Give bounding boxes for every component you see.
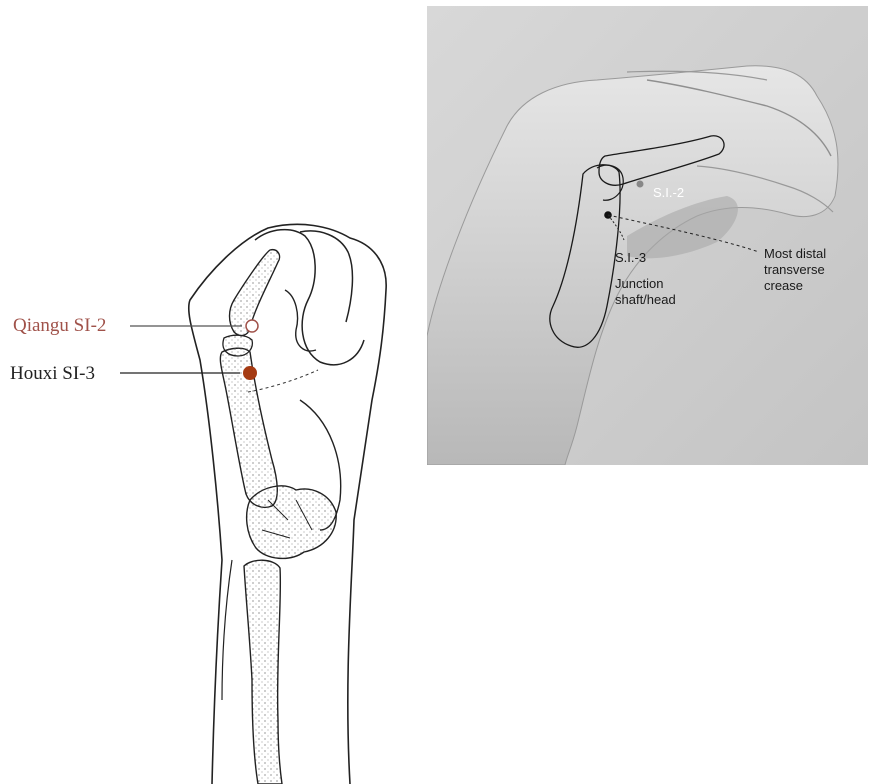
si3-label: S.I.-3 — [615, 250, 646, 265]
si2-label: S.I.-2 — [653, 185, 684, 200]
qiangu-label: Qiangu SI-2 — [13, 316, 106, 335]
houxi-point-marker — [243, 366, 257, 380]
hand-bone-drawing — [0, 0, 420, 784]
crease-label-line3: crease — [764, 278, 803, 293]
junction-label-line2: shaft/head — [615, 292, 676, 307]
houxi-label: Houxi SI-3 — [10, 364, 95, 383]
hand-photo — [427, 6, 868, 465]
junction-label-line1: Junction — [615, 276, 663, 291]
qiangu-point-marker — [246, 320, 258, 332]
crease-label-line2: transverse — [764, 262, 825, 277]
hand-bone-illustration: Qiangu SI-2 Houxi SI-3 — [0, 0, 420, 784]
hand-photo-panel: S.I.-2 S.I.-3 Junction shaft/head Most d… — [427, 6, 868, 465]
crease-label-line1: Most distal — [764, 246, 826, 261]
si2-point-marker — [637, 181, 644, 188]
